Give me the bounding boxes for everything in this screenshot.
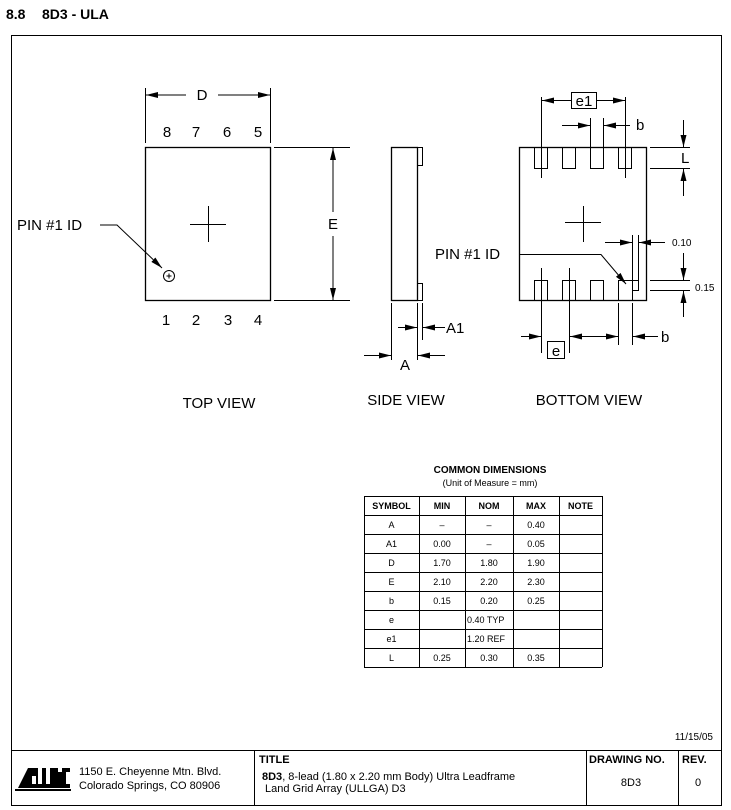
common-dimensions-table: COMMON DIMENSIONS (Unit of Measure = mm)… xyxy=(364,465,603,668)
table-cell: 0.40 xyxy=(527,520,545,530)
table-header: MIN xyxy=(434,501,451,511)
table-cell: – xyxy=(486,539,491,549)
pin-number: 2 xyxy=(192,312,200,329)
side-view-label: SIDE VIEW xyxy=(367,392,445,409)
section-title: 8D3 - ULA xyxy=(42,6,109,22)
dim-a-label: A xyxy=(400,357,410,374)
title-line2: Land Grid Array (ULLGA) D3 xyxy=(265,783,406,795)
table-cell: 0.05 xyxy=(527,539,545,549)
dim-e1-label: e1 xyxy=(576,93,593,110)
table-cell: 1.80 xyxy=(480,558,498,568)
drawing-frame xyxy=(11,35,722,806)
table-cell: 0.15 xyxy=(433,596,451,606)
table-cell: – xyxy=(439,520,444,530)
table-header: NOM xyxy=(479,501,500,511)
pin-number: 4 xyxy=(254,312,262,329)
side-view-body xyxy=(390,146,419,302)
table-header: SYMBOL xyxy=(372,501,411,511)
table-cell: 1.90 xyxy=(527,558,545,568)
table-cell: 2.20 xyxy=(480,577,498,587)
table-cell: A1 xyxy=(386,539,397,549)
rev-value: 0 xyxy=(695,777,701,789)
top-view-body xyxy=(144,146,272,302)
table-subtitle: (Unit of Measure = mm) xyxy=(443,478,538,488)
top-view-label: TOP VIEW xyxy=(183,395,257,412)
atmel-logo xyxy=(15,768,71,791)
bottom-view-label: BOTTOM VIEW xyxy=(536,392,643,409)
dim-b-bottom-label: b xyxy=(661,329,669,346)
title-line1: 8D3, 8-lead (1.80 x 2.20 mm Body) Ultra … xyxy=(262,771,515,783)
dim-b-top-label: b xyxy=(636,117,644,134)
title-label: TITLE xyxy=(259,754,290,766)
table-header: MAX xyxy=(526,501,546,511)
table-cell: 2.30 xyxy=(527,577,545,587)
dim-d-label: D xyxy=(197,87,208,104)
side-view: A1 A SIDE VIEW xyxy=(364,146,464,409)
rev-label: REV. xyxy=(682,754,707,766)
table-cell: 0.25 xyxy=(527,596,545,606)
pin-number: 5 xyxy=(254,124,262,141)
dim-015-label: 0.15 xyxy=(695,283,715,294)
pin1-id-label-bottom: PIN #1 ID xyxy=(435,246,500,263)
section-number: 8.8 xyxy=(6,6,26,22)
bottom-view-body xyxy=(518,146,648,302)
pad xyxy=(590,280,604,301)
bottom-view: e1 b L PIN #1 ID 0.10 0.15 xyxy=(435,92,715,409)
table-cell: 0.35 xyxy=(527,653,545,663)
table-cell: e1 xyxy=(386,634,396,644)
table-cell: D xyxy=(388,558,395,568)
table-cell: – xyxy=(486,520,491,530)
drawing-date: 11/15/05 xyxy=(675,732,714,743)
table-cell: 0.40 TYP xyxy=(467,615,504,625)
pin-number: 8 xyxy=(163,124,171,141)
pad xyxy=(562,147,576,169)
drawing-no: 8D3 xyxy=(621,777,641,789)
dim-l-label: L xyxy=(681,150,689,167)
table-cell: 0.25 xyxy=(433,653,451,663)
table-cell: E xyxy=(388,577,394,587)
table-cell: 0.30 xyxy=(480,653,498,663)
pin-number: 7 xyxy=(192,124,200,141)
pin1-id-label: PIN #1 ID xyxy=(17,217,82,234)
dim-e-pitch-label: e xyxy=(552,343,560,360)
table-title: COMMON DIMENSIONS xyxy=(434,465,547,476)
pin1-pad xyxy=(618,280,639,301)
table-header: NOTE xyxy=(568,501,593,511)
dim-e-label: E xyxy=(328,216,338,233)
pad xyxy=(590,147,604,169)
top-view: D 8 7 6 5 1 2 3 4 E PIN #1 ID TOP VIEW xyxy=(17,87,350,412)
pin-number: 1 xyxy=(162,312,170,329)
drawing-no-label: DRAWING NO. xyxy=(589,754,665,766)
table-cell: e xyxy=(389,615,394,625)
table-cell: A xyxy=(388,520,394,530)
address-line2: Colorado Springs, CO 80906 xyxy=(79,780,220,792)
table-cell: 1.70 xyxy=(433,558,451,568)
table-cell: 1.20 REF xyxy=(467,634,506,644)
table-cell: 2.10 xyxy=(433,577,451,587)
table-cell: L xyxy=(389,653,394,663)
dim-a1-label: A1 xyxy=(446,320,464,337)
dim-010-label: 0.10 xyxy=(672,238,692,249)
pin1-indicator xyxy=(163,270,175,282)
table-cell: b xyxy=(389,596,394,606)
table-cell: 0.20 xyxy=(480,596,498,606)
pin-number: 6 xyxy=(223,124,231,141)
address-line1: 1150 E. Cheyenne Mtn. Blvd. xyxy=(79,766,221,778)
table-cell: 0.00 xyxy=(433,539,451,549)
pin-number: 3 xyxy=(224,312,232,329)
